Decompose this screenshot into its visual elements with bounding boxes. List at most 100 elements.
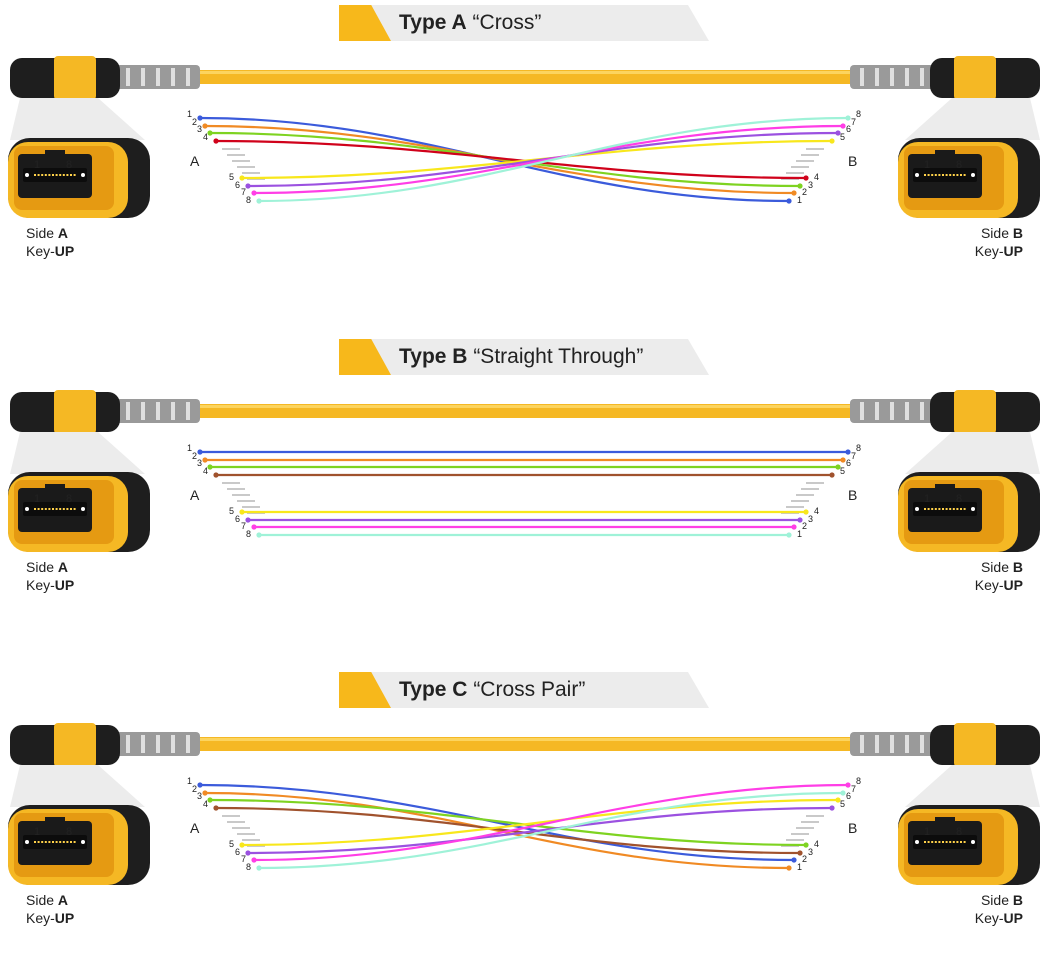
fiber-3-end-a xyxy=(207,464,213,470)
title-band xyxy=(359,339,709,375)
guide-bar-right xyxy=(791,833,809,835)
fiber-row xyxy=(913,168,977,182)
guide-hole xyxy=(971,840,975,844)
fiber-6-end-a xyxy=(245,850,251,856)
fiber-number-right: 4 xyxy=(814,172,819,182)
key xyxy=(45,150,65,156)
fiber-number-right: 8 xyxy=(856,776,861,786)
guide-bar-left xyxy=(242,506,260,508)
fiber-dot xyxy=(48,508,51,510)
fiber-1-end-b xyxy=(845,449,851,455)
type-c-title: Type C “Cross Pair” xyxy=(399,678,586,701)
fiber-5-end-b xyxy=(835,797,841,803)
fiber-number-left: 8 xyxy=(246,195,251,205)
boot-rib xyxy=(860,735,864,753)
guide-bar-left xyxy=(232,494,250,496)
fiber-6 xyxy=(247,806,833,855)
fiber-dot xyxy=(949,174,952,176)
left-connector-latch xyxy=(54,723,96,767)
fiber-dot xyxy=(48,841,51,843)
fiber-number-right: 5 xyxy=(840,799,845,809)
fiber-row xyxy=(23,502,87,516)
guide-hole xyxy=(971,173,975,177)
fiber-number-label: 8 xyxy=(66,493,72,505)
fiber-dot xyxy=(924,841,926,843)
guide-bar-right xyxy=(796,827,814,829)
guide-bar-right xyxy=(801,821,819,823)
guide-hole xyxy=(915,173,919,177)
fiber-number-label: 8 xyxy=(956,159,962,171)
fiber-dot xyxy=(931,841,934,843)
fiber-6-end-b xyxy=(829,805,835,811)
left-zoom-cone xyxy=(10,98,145,140)
fiber-6-end-b xyxy=(797,517,803,523)
fiber-dot xyxy=(34,841,36,843)
fiber-number-left: 2 xyxy=(192,117,197,127)
fiber-dot xyxy=(52,841,54,843)
boot-rib xyxy=(875,402,879,420)
boot-rib xyxy=(126,402,130,420)
fiber-number-right: 7 xyxy=(851,451,856,461)
fiber-dot xyxy=(59,841,62,843)
fiber-dot xyxy=(52,174,54,176)
fiber-5-end-b xyxy=(829,138,835,144)
boot-rib xyxy=(186,735,190,753)
guide-hole xyxy=(25,173,29,177)
fiber-4-end-a xyxy=(213,138,219,144)
boot-rib xyxy=(126,68,130,86)
fiber-dot xyxy=(963,174,966,176)
fiber-number-label: 8 xyxy=(956,493,962,505)
right-connector-latch xyxy=(954,56,996,100)
fiber-number-left: 8 xyxy=(246,862,251,872)
fiber-dot xyxy=(62,841,65,843)
fiber-5 xyxy=(241,798,839,847)
fiber-number-right: 6 xyxy=(846,458,851,468)
type-b-title-bar: Type B “Straight Through” xyxy=(339,339,709,375)
key xyxy=(935,817,955,823)
fiber-number-right: 1 xyxy=(797,862,802,872)
fiber-dot xyxy=(945,174,948,176)
boot-rib xyxy=(171,402,175,420)
fiber-dot xyxy=(924,174,926,176)
left-connector-latch xyxy=(54,390,96,434)
fiber-dot xyxy=(931,174,934,176)
fiber-number-left: 6 xyxy=(235,514,240,524)
fiber-dot xyxy=(960,174,962,176)
fiber-5-end-a xyxy=(239,175,245,181)
fiber-7-end-a xyxy=(251,190,257,196)
fiber-dot xyxy=(37,174,40,176)
fiber-dot xyxy=(66,174,69,176)
fiber-dot xyxy=(942,841,944,843)
fiber-dot xyxy=(44,508,47,510)
fiber-dot xyxy=(34,508,36,510)
left-connector-latch xyxy=(54,56,96,100)
fiber-dot xyxy=(37,841,40,843)
boot-rib xyxy=(905,735,909,753)
fiber-8-end-b xyxy=(786,532,792,538)
fiber-number-label: 8 xyxy=(66,159,72,171)
fiber-dot xyxy=(956,508,959,510)
left-zoom-cone xyxy=(10,432,145,474)
boot-rib xyxy=(186,68,190,86)
fiber-dot xyxy=(70,508,72,510)
fiber-dot xyxy=(938,508,941,510)
fiber-dot xyxy=(70,174,72,176)
key xyxy=(45,484,65,490)
fiber-dot xyxy=(62,174,65,176)
fiber-5-end-a xyxy=(239,842,245,848)
fiber-number-label: 1 xyxy=(924,159,930,171)
boot-rib xyxy=(141,735,145,753)
title-band xyxy=(359,5,709,41)
fiber-dot xyxy=(927,508,930,510)
fiber-6-end-b xyxy=(835,130,841,136)
guide-bar-left xyxy=(222,482,240,484)
type-b-title: Type B “Straight Through” xyxy=(399,345,644,368)
type-c-side-a-label: Side A Key-UP xyxy=(26,892,75,926)
boot-rib xyxy=(171,735,175,753)
fiber-number-right: 4 xyxy=(814,839,819,849)
fiber-dot xyxy=(956,841,959,843)
